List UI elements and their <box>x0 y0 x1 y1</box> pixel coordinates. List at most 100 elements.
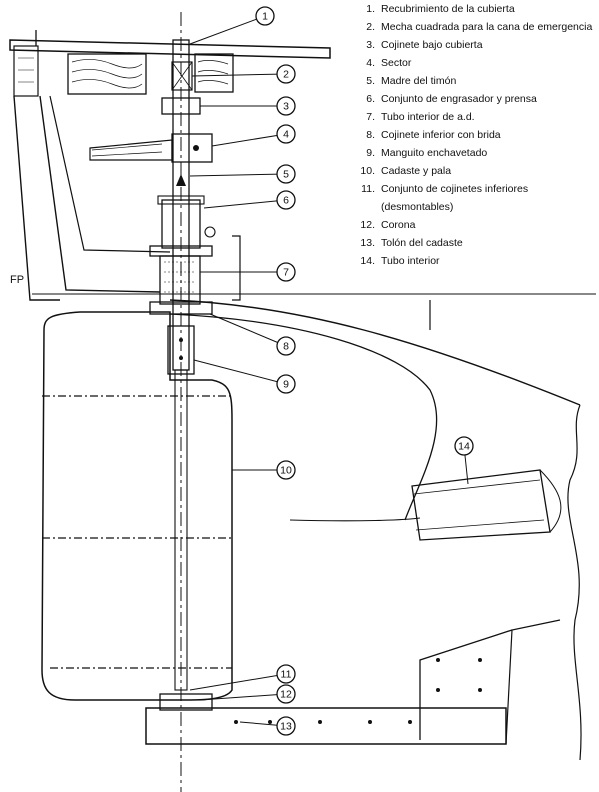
leader-line <box>189 173 287 177</box>
callout-number: 13 <box>280 721 292 733</box>
callout-circle <box>276 664 296 684</box>
callout-number: 9 <box>283 379 289 391</box>
legend-num: 7. <box>366 111 375 123</box>
callout-7: 7 <box>276 262 296 282</box>
legend-text: Cojinete bajo cubierta <box>381 39 483 51</box>
legend-text: Mecha cuadrada para la cana de emergenci… <box>381 21 593 33</box>
callout-13: 13 <box>276 716 296 736</box>
callout-number: 6 <box>283 195 289 207</box>
legend-text: Sector <box>381 57 412 69</box>
legend-text: Corona <box>381 219 416 231</box>
callout-circle <box>276 124 296 144</box>
callout-number: 5 <box>283 169 289 181</box>
leader-lines <box>189 15 469 727</box>
fp-label: FP <box>10 274 25 286</box>
legend-item: 11. Conjunto de cojinetes inferiores (des… <box>355 180 595 216</box>
callout-2: 2 <box>276 64 296 84</box>
leader-line <box>203 199 287 209</box>
callout-circle <box>276 336 296 356</box>
callout-11: 11 <box>276 664 296 684</box>
callout-number: 1 <box>262 11 268 23</box>
legend-item: 9. Manguito enchavetado <box>355 144 595 162</box>
legend-item: 5. Madre del timón <box>355 72 595 90</box>
callout-6: 6 <box>276 190 296 210</box>
inner-tube-14 <box>411 469 562 541</box>
legend-item: 1. Recubrimiento de la cubierta <box>355 0 595 18</box>
legend-text: Cojinete inferior con brida <box>381 129 501 141</box>
leader-line <box>209 313 287 347</box>
legend-item: 10. Cadaste y pala <box>355 162 595 180</box>
legend-item: 2. Mecha cuadrada para la cana de emergen… <box>355 18 595 36</box>
callout-5: 5 <box>276 164 296 184</box>
callout-circle <box>454 436 474 456</box>
callout-12: 12 <box>276 684 296 704</box>
callout-number: 12 <box>280 689 292 701</box>
leader-line <box>193 359 287 385</box>
callout-circle <box>255 6 275 26</box>
callout-10: 10 <box>276 460 296 480</box>
legend-item: 13. Tolón del cadaste <box>355 234 595 252</box>
legend-num: 11. <box>361 183 375 195</box>
legend-num: 13. <box>360 237 375 249</box>
callout-circle <box>276 460 296 480</box>
callout-4: 4 <box>276 124 296 144</box>
legend-text: Conjunto de cojinetes inferiores (desmon… <box>381 183 529 213</box>
legend-num: 10. <box>360 165 375 177</box>
legend-text: Recubrimiento de la cubierta <box>381 3 515 15</box>
callout-circle <box>276 190 296 210</box>
callout-number: 14 <box>458 441 470 453</box>
legend-text: Cadaste y pala <box>381 165 452 177</box>
legend-item: 3. Cojinete bajo cubierta <box>355 36 595 54</box>
callout-8: 8 <box>276 336 296 356</box>
callout-number: 7 <box>283 267 289 279</box>
legend-num: 9. <box>366 147 375 159</box>
legend-text: Manguito enchavetado <box>381 147 488 159</box>
rudder-blade <box>41 311 233 701</box>
callout-number: 11 <box>281 669 292 681</box>
legend-num: 8. <box>366 129 375 141</box>
legend-num: 3. <box>366 39 375 51</box>
legend-item: 14. Tubo interior <box>355 252 595 270</box>
rudder-stock <box>89 12 241 792</box>
callout-1: 1 <box>255 6 275 26</box>
callout-number: 4 <box>283 129 289 141</box>
leader-line <box>189 673 287 691</box>
callout-circle <box>276 374 296 394</box>
leader-line <box>211 133 287 147</box>
legend-text: Conjunto de engrasador y prensa <box>381 93 537 105</box>
callout-number: 10 <box>280 465 292 477</box>
deck <box>9 39 331 97</box>
callout-circle <box>276 164 296 184</box>
callout-3: 3 <box>276 96 296 116</box>
callout-number: 8 <box>283 341 289 353</box>
heel-sole <box>145 619 561 745</box>
legend-item: 7. Tubo interior de a.d. <box>355 108 595 126</box>
legend: 1. Recubrimiento de la cubierta 2. Mecha c… <box>355 0 595 270</box>
callout-circle <box>276 684 296 704</box>
legend-item: 6. Conjunto de engrasador y prensa <box>355 90 595 108</box>
legend-item: 12. Corona <box>355 216 595 234</box>
legend-num: 12. <box>360 219 375 231</box>
legend-text: Tubo interior <box>381 255 440 267</box>
break-lines <box>289 300 582 761</box>
legend-num: 5. <box>366 75 375 87</box>
callout-circle <box>276 262 296 282</box>
leader-line <box>189 15 266 45</box>
legend-text: Tolón del cadaste <box>381 237 463 249</box>
callout-9: 9 <box>276 374 296 394</box>
callout-14: 14 <box>454 436 474 456</box>
legend-item: 4. Sector <box>355 54 595 72</box>
legend-num: 14. <box>360 255 375 267</box>
legend-num: 6. <box>366 93 375 105</box>
legend-text: Madre del timón <box>381 75 457 87</box>
callout-circle <box>276 716 296 736</box>
callout-number: 3 <box>283 101 289 113</box>
legend-text: Tubo interior de a.d. <box>381 111 475 123</box>
hull-lines <box>13 30 596 521</box>
legend-num: 4. <box>366 57 375 69</box>
leader-line <box>191 73 287 77</box>
legend-num: 2. <box>366 21 375 33</box>
legend-num: 1. <box>366 3 375 15</box>
